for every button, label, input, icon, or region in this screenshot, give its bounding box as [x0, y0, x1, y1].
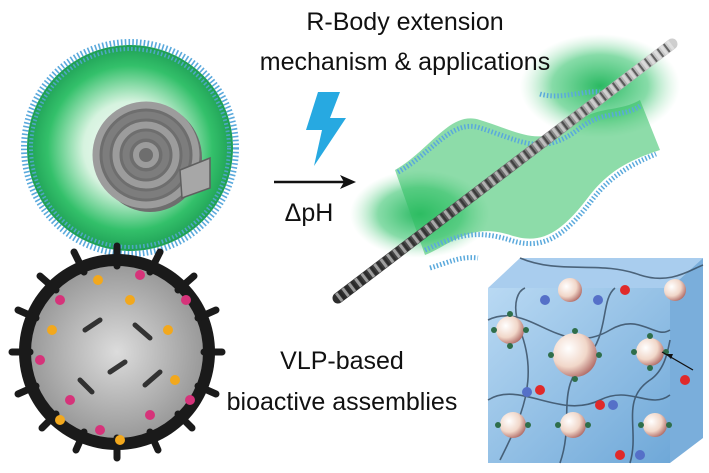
hydrogel-cube	[487, 257, 704, 464]
top-caption-line2: mechanism & applications	[259, 48, 551, 76]
top-caption-line1: R-Body extension	[306, 8, 504, 36]
cell-with-coiled-rbody	[21, 39, 239, 257]
coiled-rbody	[92, 101, 211, 212]
arrow-label: ΔpH	[284, 199, 334, 227]
bottom-caption-line1: VLP-based	[280, 347, 404, 375]
lightning-icon	[306, 92, 346, 166]
arrow-icon	[274, 175, 356, 189]
embedded-vlp-particles	[496, 278, 686, 438]
extended-rbody	[332, 34, 680, 304]
vlp-particle	[8, 242, 226, 462]
bottom-caption-line2: bioactive assemblies	[226, 388, 458, 416]
